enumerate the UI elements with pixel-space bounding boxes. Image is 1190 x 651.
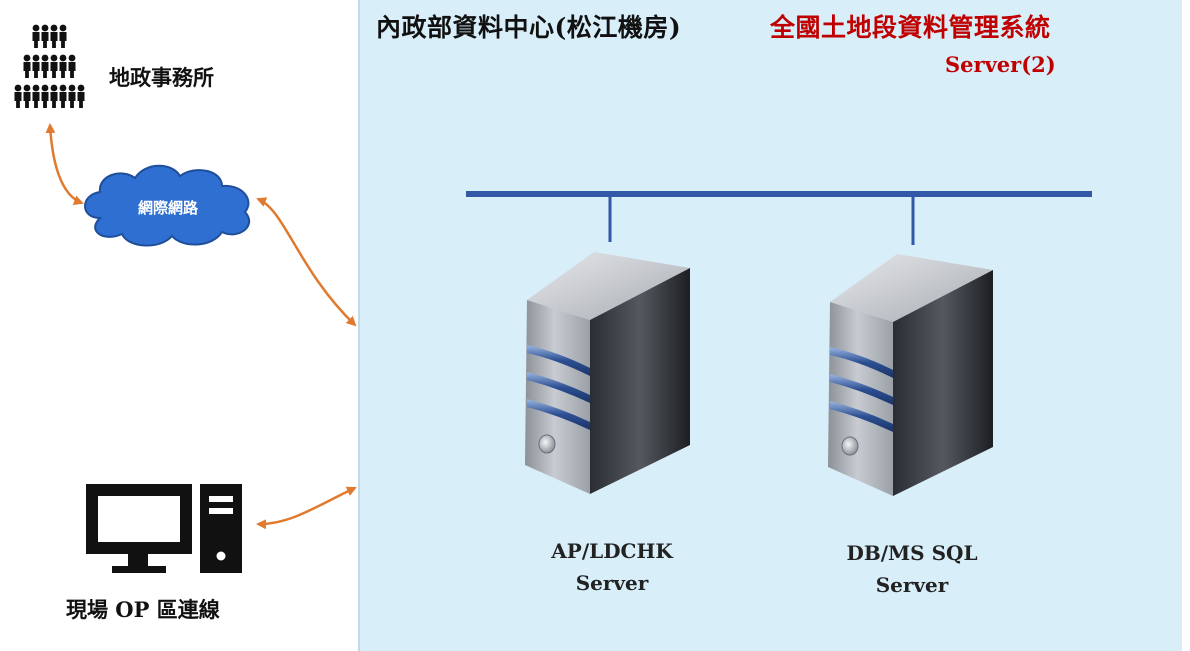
cloud-label: 網際網路 — [138, 199, 199, 217]
server-tower-icon — [525, 252, 690, 494]
server-label-line: DB/MS SQL — [846, 541, 978, 565]
connection-arrows — [45, 123, 357, 530]
datacenter-title: 內政部資料中心(松江機房) — [376, 13, 682, 42]
server-label-line: AP/LDCHK — [551, 539, 673, 563]
land-office-label: 地政事務所 — [109, 65, 214, 90]
arrow-op-datacenter — [256, 486, 357, 530]
people-group-icon — [14, 24, 85, 108]
desktop-computer-icon — [86, 484, 242, 573]
onsite-op-label: 現場 OP 區連線 — [66, 597, 220, 622]
server-label-line: Server — [575, 571, 649, 595]
arrow-cloud-datacenter — [256, 197, 357, 327]
cloud-icon: 網際網路 — [84, 164, 251, 247]
network-bus — [466, 191, 1092, 245]
server-count-title: Server(2) — [945, 52, 1056, 77]
system-title: 全國土地段資料管理系統 — [770, 13, 1051, 42]
arrow-office-cloud — [45, 123, 84, 205]
db-server-label: DB/MS SQL Server — [812, 537, 1012, 601]
server-tower-icon — [828, 254, 993, 496]
server-label-line: Server — [875, 573, 949, 597]
data-center-panel — [358, 0, 1182, 651]
ap-server-label: AP/LDCHK Server — [512, 535, 712, 599]
